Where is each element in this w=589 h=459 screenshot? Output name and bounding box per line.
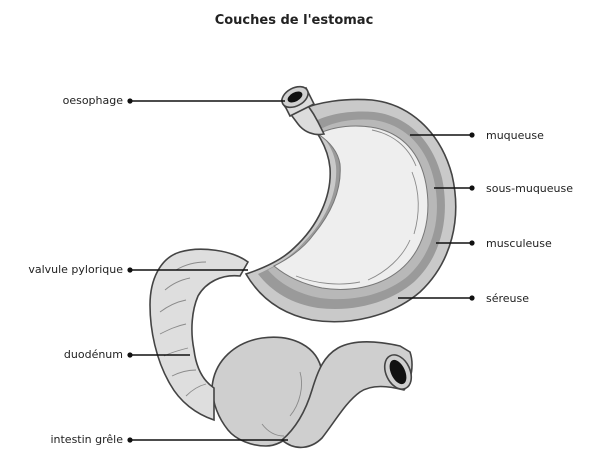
label-valvule-pylorique: valvule pylorique	[28, 263, 123, 276]
label-muqueuse: muqueuse	[486, 129, 544, 142]
stomach-shape	[246, 99, 456, 321]
callout-musculeuse: musculeuse	[436, 237, 552, 250]
label-oesophage: oesophage	[63, 94, 124, 107]
callout-oesophage: oesophage	[63, 94, 285, 107]
anatomy-illustration	[150, 82, 456, 447]
label-intestin-grele: intestin grêle	[50, 433, 123, 446]
label-sereuse: séreuse	[486, 292, 529, 305]
label-musculeuse: musculeuse	[486, 237, 552, 250]
label-duodenum: duodénum	[64, 348, 123, 361]
label-sous-muqueuse: sous-muqueuse	[486, 182, 573, 195]
diagram-title: Couches de l'estomac	[215, 13, 374, 28]
small-intestine-shape	[212, 337, 416, 447]
